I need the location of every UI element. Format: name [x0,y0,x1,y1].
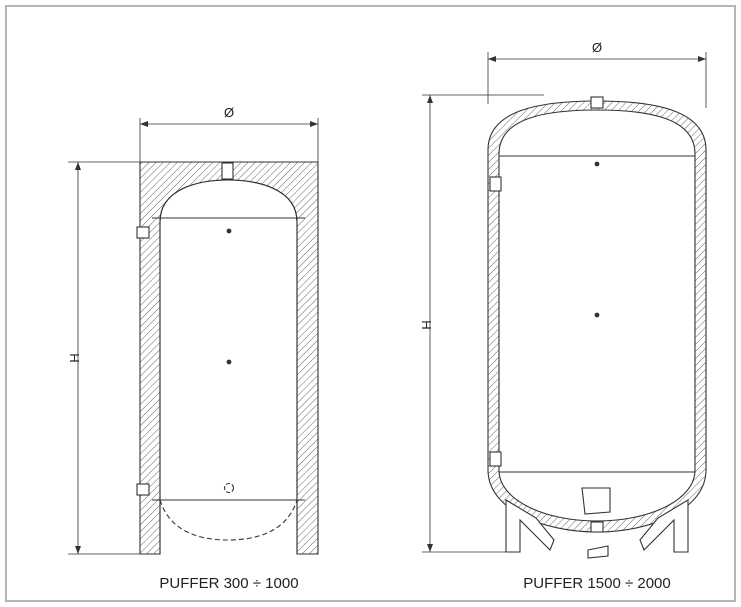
frame-border [5,5,736,602]
puffer-large-height-label: H [419,320,434,329]
puffer-large-diameter-label: Ø [592,40,602,55]
puffer-small-drawing [68,118,319,555]
puffer-small-caption: PUFFER 300 ÷ 1000 [159,575,298,592]
puffer-large-drawing [422,52,707,559]
insulation-hatching [139,161,319,555]
puffer-small-height-label: H [67,353,82,362]
shell-hatching [487,100,707,533]
puffer-large-caption: PUFFER 1500 ÷ 2000 [523,575,670,592]
puffer-small-diameter-label: Ø [224,105,234,120]
